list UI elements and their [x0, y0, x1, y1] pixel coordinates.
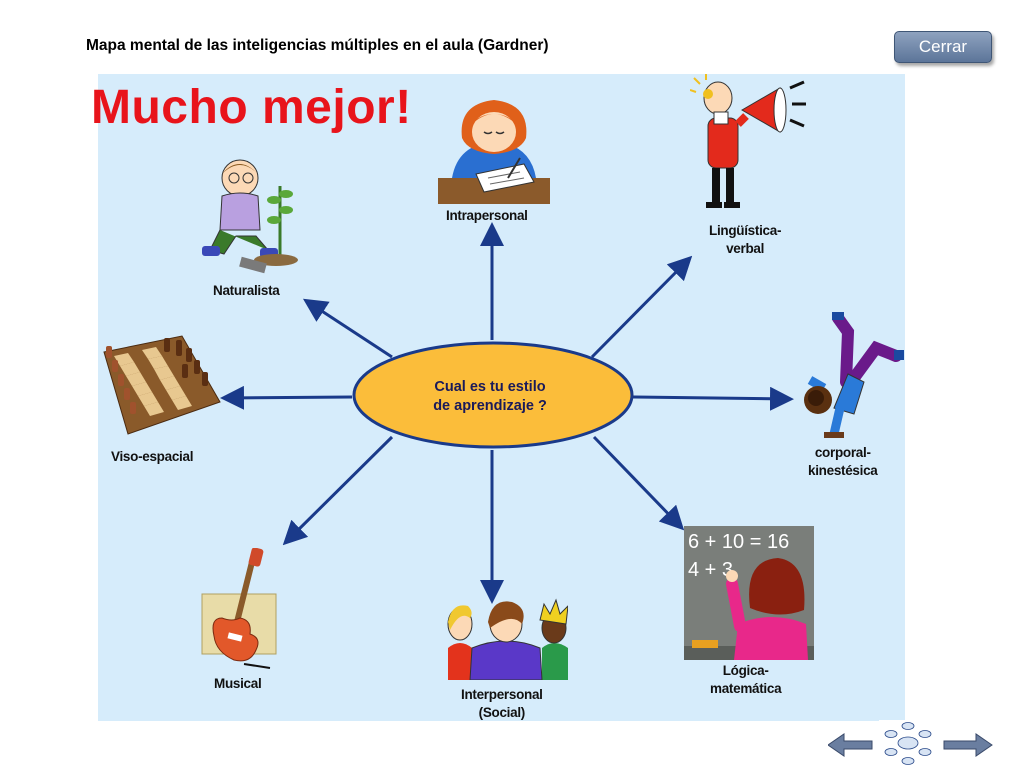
guitar-illustration — [201, 548, 277, 669]
arrow-logica — [592, 435, 685, 531]
chalkboard-girl-illustration: 6 + 10 = 16 4 + 3 — [684, 526, 814, 660]
center-ellipse — [352, 341, 634, 449]
label-corporal: corporal- kinestésica — [808, 444, 878, 480]
arrow-right-icon[interactable] — [943, 733, 993, 757]
close-button[interactable]: Cerrar — [894, 31, 992, 63]
arrow-naturalista — [302, 298, 393, 359]
label-corporal-line-1: corporal- — [814, 445, 871, 460]
arrow-musical — [282, 435, 394, 546]
chalkboard-line-1: 6 + 10 = 16 — [688, 531, 789, 553]
label-corporal-line-2: kinestésica — [808, 463, 878, 478]
label-naturalista: Naturalista — [213, 283, 280, 298]
boy-planting-illustration — [202, 159, 298, 274]
slide-navigation — [828, 720, 993, 766]
label-logica-line-1: Lógica- — [722, 663, 769, 678]
arrow-linguistica — [590, 255, 693, 359]
page-title: Mapa mental de las inteligencias múltipl… — [86, 37, 549, 54]
center-line-2: de aprendizaje ? — [433, 398, 547, 414]
label-interpersonal: Interpersonal (Social) — [461, 686, 543, 722]
arrow-left-icon[interactable] — [828, 733, 873, 757]
headline: Mucho mejor! — [91, 81, 412, 134]
mind-map-thumbnail-icon[interactable] — [879, 720, 937, 766]
center-question: Cual es tu estilo de aprendizaje ? — [390, 378, 590, 416]
megaphone-man-illustration — [690, 74, 806, 208]
label-logica: Lógica- matemática — [710, 662, 782, 698]
center-line-1: Cual es tu estilo — [434, 379, 546, 395]
arrow-viso — [220, 385, 353, 410]
people-group-illustration — [447, 598, 568, 680]
label-interpersonal-line-1: Interpersonal — [461, 687, 543, 702]
label-interpersonal-line-2: (Social) — [478, 705, 526, 720]
label-intrapersonal: Intrapersonal — [446, 208, 528, 223]
label-logica-line-2: matemática — [710, 681, 782, 696]
arrow-corporal — [632, 386, 794, 411]
label-linguistica-line-2: verbal — [726, 241, 765, 256]
label-viso-espacial: Viso-espacial — [111, 449, 194, 464]
label-linguistica-line-1: Lingüística- — [709, 223, 782, 238]
girl-writing-illustration — [438, 100, 550, 204]
cartwheel-kid-illustration — [804, 312, 904, 438]
label-linguistica: Lingüística- verbal — [709, 222, 781, 258]
label-musical: Musical — [214, 676, 262, 691]
chessboard-illustration — [103, 335, 221, 435]
chalkboard-line-2: 4 + 3 — [688, 559, 733, 581]
